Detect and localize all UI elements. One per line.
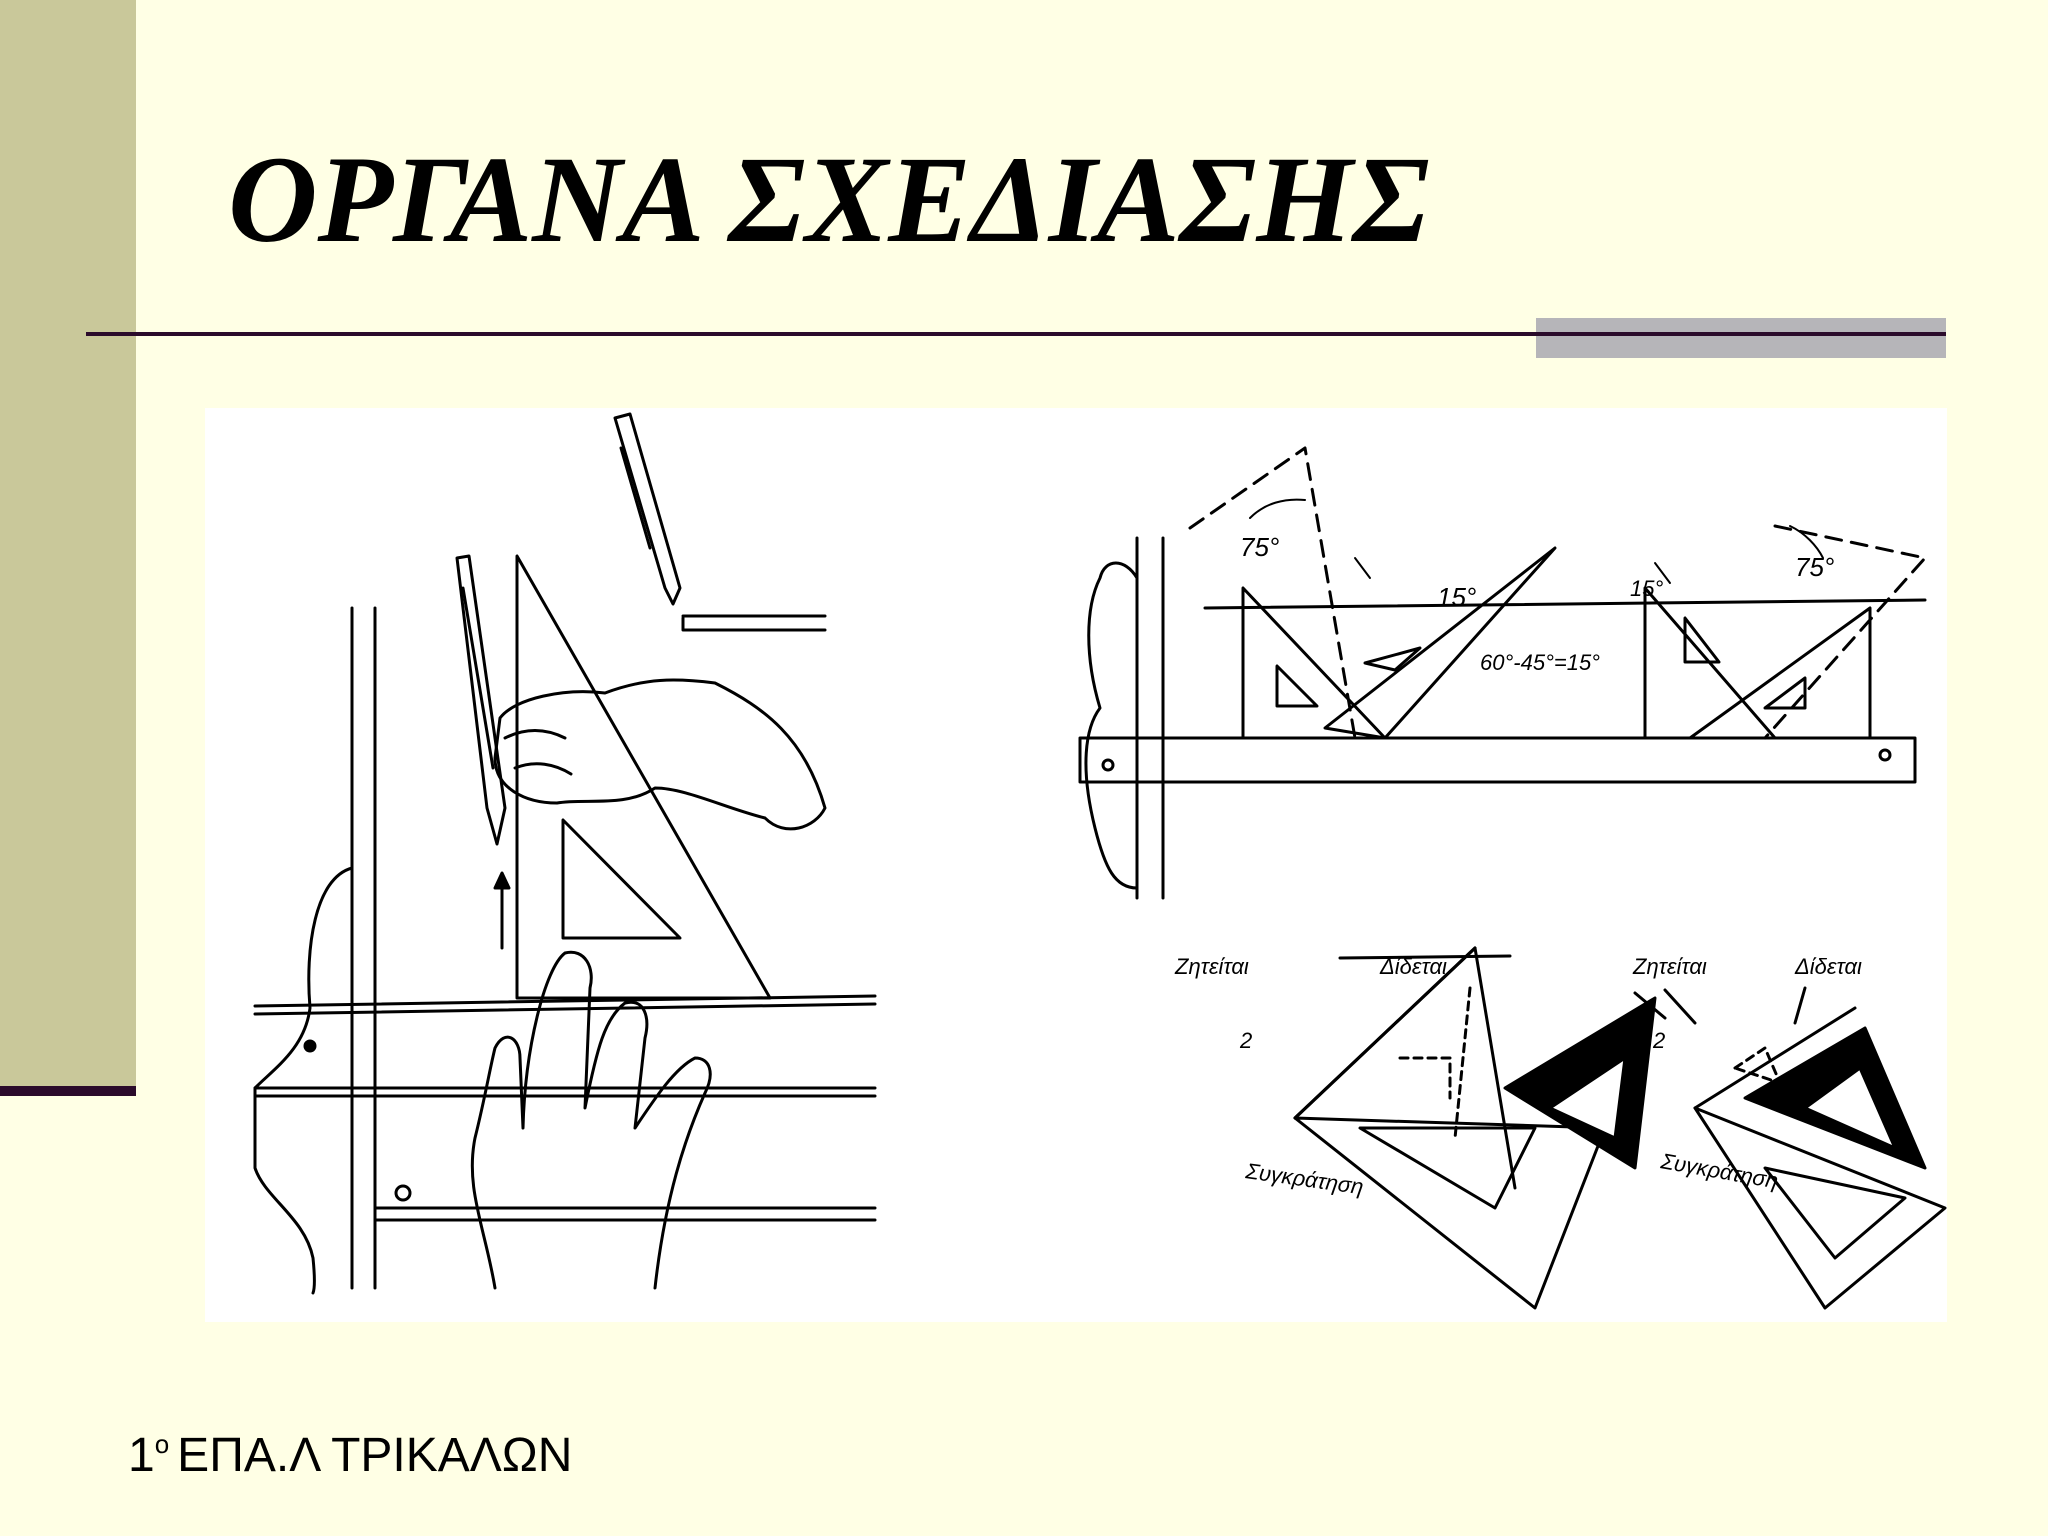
left-given-label: Δίδεται <box>1379 954 1447 979</box>
left-mark-label: 2 <box>1239 1028 1252 1053</box>
footer-superscript: ο <box>154 1429 170 1459</box>
title-rule <box>86 332 1946 336</box>
footer-text: ΕΠΑ.Λ ΤΡΙΚΑΛΩΝ <box>177 1429 573 1482</box>
parallel-lines-set-left <box>1293 946 1667 1310</box>
angle-label-difference: 60°-45°=15° <box>1480 650 1600 675</box>
left-sought-label: Ζητείται <box>1174 954 1249 979</box>
angle-label-75-left: 75° <box>1240 532 1279 562</box>
angle-construction-drawing <box>1078 446 1927 900</box>
angle-label-15-left: 15° <box>1437 582 1476 612</box>
angle-label-75-right: 75° <box>1795 552 1834 582</box>
right-mark-label: 2 <box>1652 1028 1665 1053</box>
right-given-label: Δίδεται <box>1794 954 1862 979</box>
parallel-lines-set-right <box>1663 986 1947 1310</box>
side-bar-edge <box>0 1086 136 1096</box>
right-hold-label: Συγκράτηση <box>1658 1148 1780 1193</box>
slide-title: ΟΡΓΑΝΑ ΣΧΕΔΙΑΣΗΣ <box>228 131 1430 268</box>
right-sought-label: Ζητείται <box>1632 954 1707 979</box>
drafting-tools-figure: 75° 15° 60°-45°=15° 15° 75° Ζητείται Δίδ… <box>205 408 1947 1322</box>
side-bar <box>0 0 136 1088</box>
t-square-drawing <box>253 412 877 1295</box>
footer-number: 1 <box>128 1429 155 1482</box>
angle-label-15-right: 15° <box>1630 576 1663 601</box>
drafting-tools-illustration: 75° 15° 60°-45°=15° 15° 75° Ζητείται Δίδ… <box>253 412 1947 1310</box>
title-rule-shadow <box>1536 318 1946 358</box>
left-hold-label: Συγκράτηση <box>1243 1158 1365 1199</box>
